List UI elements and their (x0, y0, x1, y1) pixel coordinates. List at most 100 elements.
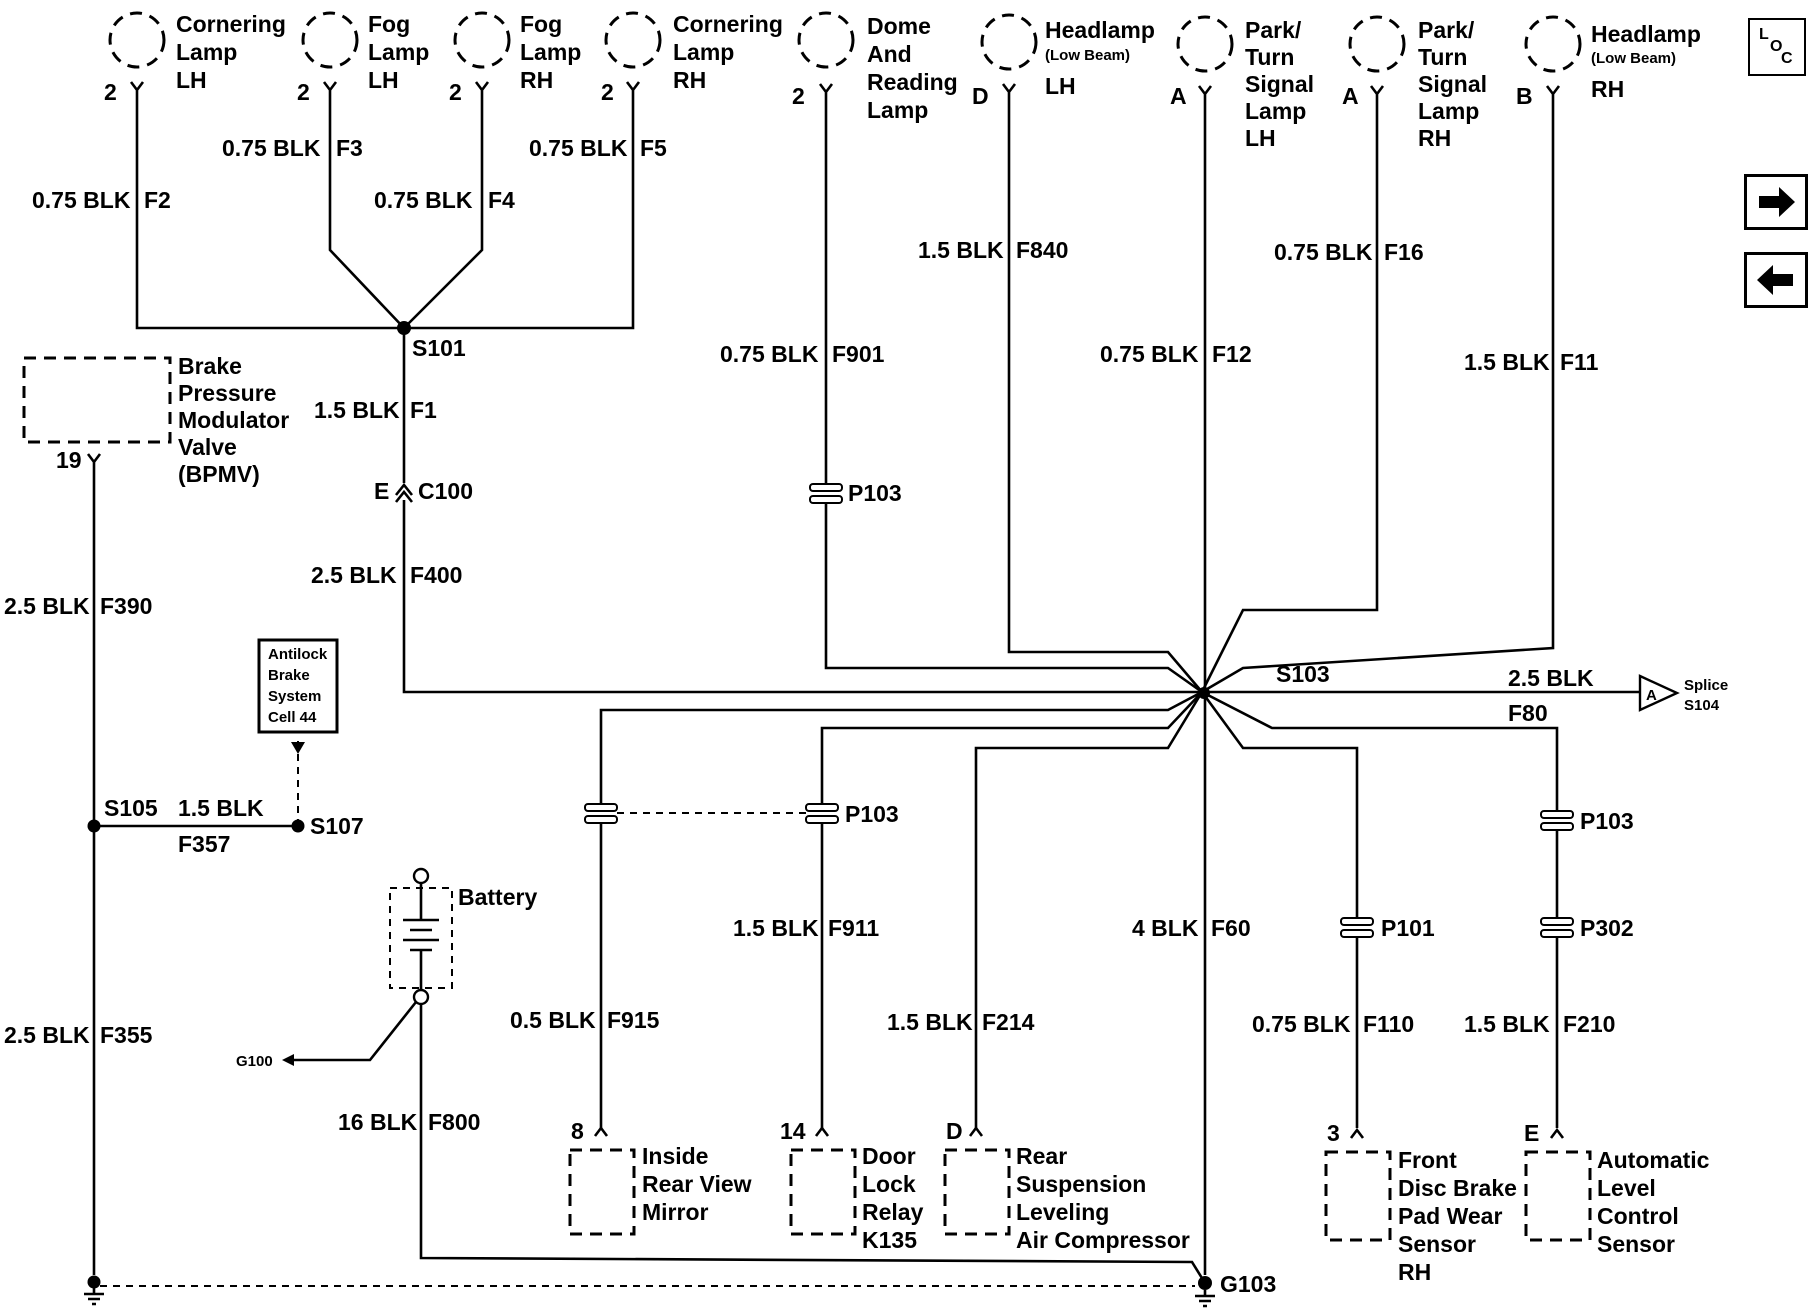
connector-p103-dome (809, 483, 843, 504)
auto-level-box (1524, 1150, 1592, 1242)
rear-susp-box (943, 1148, 1011, 1236)
headlamp-lh-pin: D (972, 83, 989, 109)
connector-p302 (1540, 917, 1574, 938)
mirror-line3: Mirror (642, 1199, 709, 1225)
component-battery[interactable]: Battery (389, 867, 537, 1006)
f901-circuit: F901 (832, 341, 885, 367)
wire-f11 (1201, 102, 1555, 694)
headlamp-lh-line2: (Low Beam) (1045, 47, 1130, 64)
battery-icon (403, 883, 439, 990)
headlamp-lh-line1: Headlamp (1045, 17, 1155, 43)
component-dome-reading-lamp[interactable]: Dome And Reading Lamp 2 (792, 11, 958, 123)
park-lh-line2: Turn (1245, 44, 1294, 70)
f16-size: 0.75 BLK (1274, 239, 1373, 265)
component-inside-rear-view-mirror[interactable]: Inside Rear View Mirror 8 (568, 1118, 752, 1236)
wire-f16 (1200, 102, 1379, 693)
f16-circuit: F16 (1384, 239, 1424, 265)
cornering-rh-line2: Lamp (673, 39, 734, 65)
f5-size: 0.75 BLK (529, 135, 628, 161)
rear-susp-line4: Air Compressor (1016, 1227, 1190, 1253)
component-door-lock-relay[interactable]: Door Lock Relay K135 14 (780, 1118, 924, 1253)
park-rh-line4: Lamp (1418, 98, 1479, 124)
headlamp-rh-line1: Headlamp (1591, 21, 1701, 47)
bpmv-line5: (BPMV) (178, 461, 260, 487)
p101-label: P101 (1381, 915, 1435, 941)
bpmv-line4: Valve (178, 434, 237, 460)
wires-s101-group (135, 98, 1202, 694)
wire-f4 (403, 98, 484, 329)
previous-page-button[interactable] (1744, 252, 1808, 308)
dome-lamp-symbol (797, 11, 855, 69)
wire-f400 (402, 500, 1202, 694)
component-headlamp-rh[interactable]: Headlamp (Low Beam) RH B (1516, 15, 1701, 109)
f210-size: 1.5 BLK (1464, 1011, 1550, 1037)
dome-line3: Reading (867, 69, 958, 95)
door-lock-line4: K135 (862, 1227, 917, 1253)
door-lock-pin-connector (814, 1125, 830, 1137)
f400-size: 2.5 BLK (311, 562, 397, 588)
component-park-turn-lamp-lh[interactable]: Park/ Turn Signal Lamp LH A (1170, 15, 1314, 151)
abs-line1: Antilock (268, 646, 328, 663)
component-bpmv[interactable]: Brake Pressure Modulator Valve (BPMV) 19 (22, 353, 289, 487)
auto-level-pin-connector (1549, 1127, 1565, 1139)
component-headlamp-lh[interactable]: Headlamp (Low Beam) LH D (972, 13, 1155, 109)
component-park-turn-lamp-rh[interactable]: Park/ Turn Signal Lamp RH A (1342, 15, 1487, 151)
fog-rh-line3: RH (520, 67, 553, 93)
mirror-pin: 8 (571, 1118, 584, 1144)
connector-p103-lock (805, 803, 839, 824)
ground-g103 (1195, 1276, 1215, 1308)
fog-lamp-lh-symbol (301, 11, 359, 69)
f915-circuit: F915 (607, 1007, 660, 1033)
loc-c: C (1781, 50, 1793, 67)
s107-label: S107 (310, 813, 364, 839)
component-auto-level-sensor[interactable]: Automatic Level Control Sensor E (1524, 1120, 1710, 1257)
component-fog-lamp-lh[interactable]: Fog Lamp LH 2 (297, 11, 429, 105)
door-lock-line3: Relay (862, 1199, 924, 1225)
component-cornering-lamp-lh[interactable]: Cornering Lamp LH 2 (104, 11, 286, 105)
park-lh-line1: Park/ (1245, 17, 1302, 43)
connector-p103-mirror (584, 803, 618, 824)
wire-f210 (1201, 690, 1559, 1128)
f3-size: 0.75 BLK (222, 135, 321, 161)
headlamp-rh-pin: B (1516, 83, 1533, 109)
park-rh-line5: RH (1418, 125, 1451, 151)
headlamp-lh-line3: LH (1045, 73, 1076, 99)
f12-circuit: F12 (1212, 341, 1252, 367)
park-rh-line1: Park/ (1418, 17, 1475, 43)
cornering-lh-line3: LH (176, 67, 207, 93)
bpmv-line2: Pressure (178, 380, 276, 406)
abs-cell-ref[interactable]: Antilock Brake System Cell 44 (257, 638, 339, 734)
f214-size: 1.5 BLK (887, 1009, 973, 1035)
headlamp-rh-line2: (Low Beam) (1591, 50, 1676, 67)
wires-left-group (92, 470, 299, 1275)
c100-pin-label: E (374, 478, 389, 504)
splice-s103-dot (1198, 687, 1210, 699)
component-cornering-lamp-rh[interactable]: Cornering Lamp RH 2 (601, 11, 783, 105)
component-fog-lamp-rh[interactable]: Fog Lamp RH 2 (449, 11, 581, 105)
arrow-right-icon (1759, 187, 1795, 217)
front-disc-line2: Disc Brake (1398, 1175, 1517, 1201)
door-lock-box (789, 1148, 857, 1236)
component-front-disc-brake-sensor[interactable]: Front Disc Brake Pad Wear Sensor RH 3 (1324, 1120, 1517, 1285)
f390-size: 2.5 BLK (4, 593, 90, 619)
wire-f840 (1007, 100, 1203, 693)
splice-s104-ref[interactable]: A Splice S104 (1638, 674, 1728, 714)
fog-lh-pin: 2 (297, 79, 310, 105)
c100-label: C100 (418, 478, 473, 504)
cornering-rh-line1: Cornering (673, 11, 783, 37)
battery-terminal-top (412, 867, 430, 885)
mirror-line1: Inside (642, 1143, 708, 1169)
cornering-rh-pin: 2 (601, 79, 614, 105)
door-lock-line1: Door (862, 1143, 916, 1169)
top-pin-connectors (129, 81, 1561, 102)
park-lh-pin: A (1170, 83, 1187, 109)
wires-battery-group (282, 1001, 1207, 1284)
f110-size: 0.75 BLK (1252, 1011, 1351, 1037)
component-rear-suspension-compressor[interactable]: Rear Suspension Leveling Air Compressor … (943, 1118, 1190, 1253)
wires-s103-group (599, 100, 1640, 1275)
mirror-pin-connector (593, 1125, 609, 1137)
front-disc-line3: Pad Wear (1398, 1203, 1502, 1229)
next-page-button[interactable] (1744, 174, 1808, 230)
location-button[interactable]: L O C (1748, 18, 1806, 76)
